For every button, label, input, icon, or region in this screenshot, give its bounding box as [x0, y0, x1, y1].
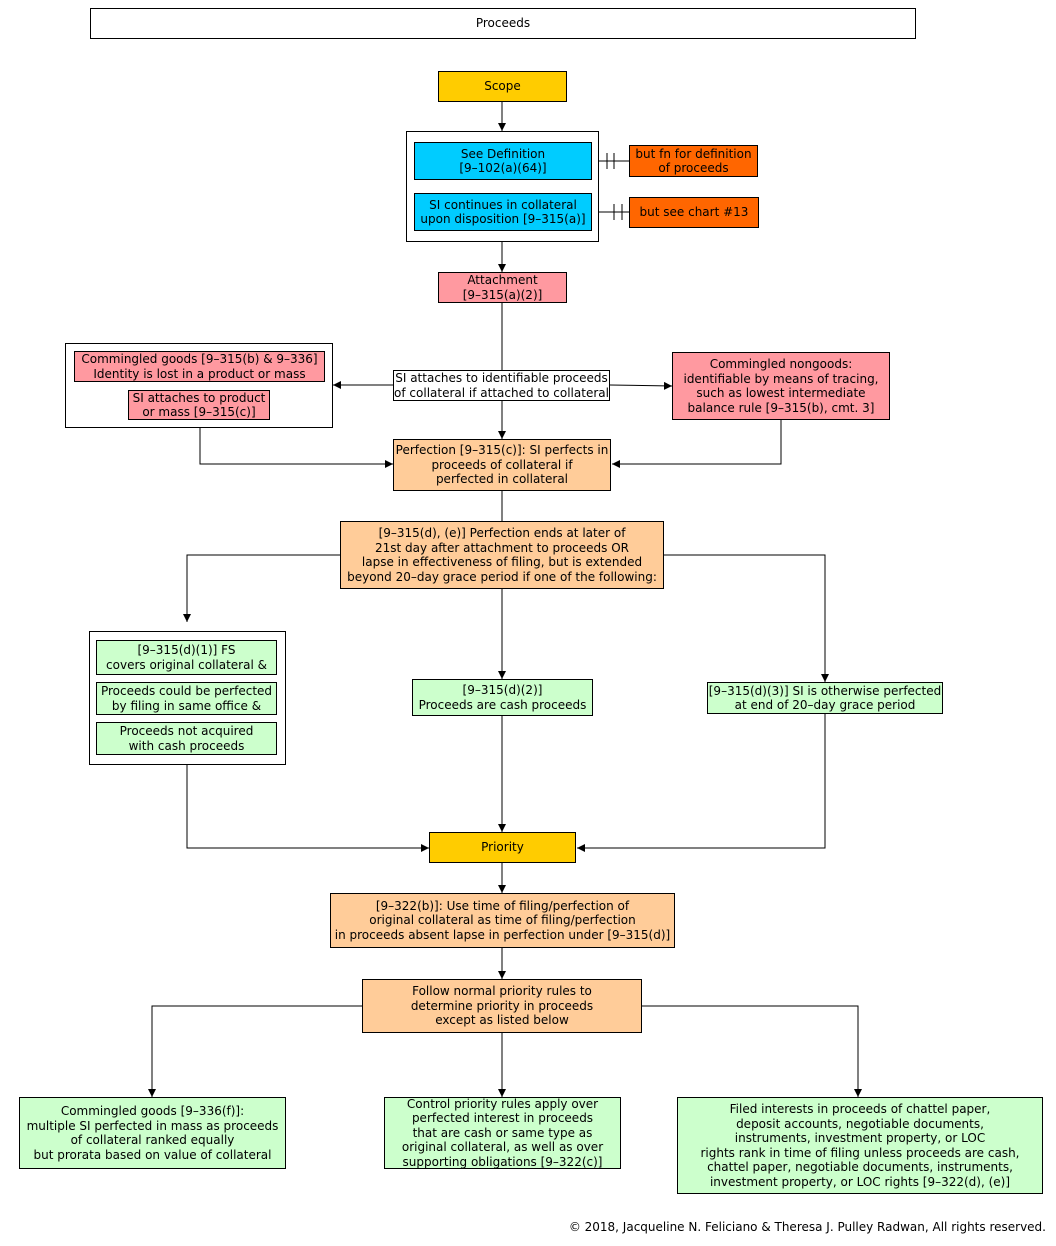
si-attaches-proceeds-node: SI attaches to identifiable proceeds of …	[393, 370, 610, 401]
normal-priority-node: Follow normal priority rules to determin…	[362, 979, 642, 1033]
fn-definition-node: but fn for definition of proceeds	[629, 145, 758, 177]
filed-interests-node: Filed interests in proceeds of chattel p…	[677, 1097, 1043, 1194]
d2-cash-node: [9–315(d)(2)] Proceeds are cash proceeds	[412, 679, 593, 716]
commingled-nongoods-node: Commingled nongoods: identifiable by mea…	[672, 352, 890, 420]
si-attaches-product-node: SI attaches to product or mass [9–315(c)…	[128, 390, 270, 420]
connector-to-commingled-nongoods	[609, 381, 673, 390]
connector-normal-to-filed	[641, 1005, 862, 1097]
page-title: Proceeds	[90, 8, 916, 39]
commingled-goods-node: Commingled goods [9–315(b) & 9–336] Iden…	[74, 351, 325, 382]
perfection-ends-node: [9–315(d), (e)] Perfection ends at later…	[340, 521, 664, 589]
connector-commingled-nongoods-to-perfection	[612, 420, 782, 468]
connector-ends-to-d1	[183, 554, 341, 622]
connector-ends-to-d3	[664, 554, 829, 682]
see-chart-node: but see chart #13	[629, 197, 759, 228]
attachment-node: Attachment [9–315(a)(2)]	[438, 272, 567, 303]
priority-node: Priority	[429, 832, 576, 863]
d1-same-office-node: Proceeds could be perfected by filing in…	[96, 682, 277, 715]
copyright-footer: © 2018, Jacqueline N. Feliciano & Theres…	[568, 1220, 1046, 1234]
connector-d3-to-priority	[577, 714, 826, 852]
connector-commingled-goods-to-perfection	[199, 428, 393, 468]
connector-d1-to-priority	[186, 765, 429, 852]
d3-otherwise-node: [9–315(d)(3)] SI is otherwise perfected …	[707, 682, 943, 714]
see-definition-node: See Definition [9–102(a)(64)]	[414, 142, 592, 180]
si-continues-node: SI continues in collateral upon disposit…	[414, 193, 592, 231]
control-priority-node: Control priority rules apply over perfec…	[384, 1097, 621, 1169]
d1-fs-node: [9–315(d)(1)] FS covers original collate…	[96, 640, 277, 675]
connector-normal-to-commingled-336f	[148, 1005, 363, 1097]
d1-not-cash-node: Proceeds not acquired with cash proceeds	[96, 722, 277, 755]
time-of-filing-node: [9–322(b)]: Use time of filing/perfectio…	[330, 893, 675, 948]
commingled-goods-336f-node: Commingled goods [9–336(f)]: multiple SI…	[19, 1097, 286, 1169]
scope-node: Scope	[438, 71, 567, 102]
perfection-node: Perfection [9–315(c)]: SI perfects in pr…	[393, 439, 611, 491]
